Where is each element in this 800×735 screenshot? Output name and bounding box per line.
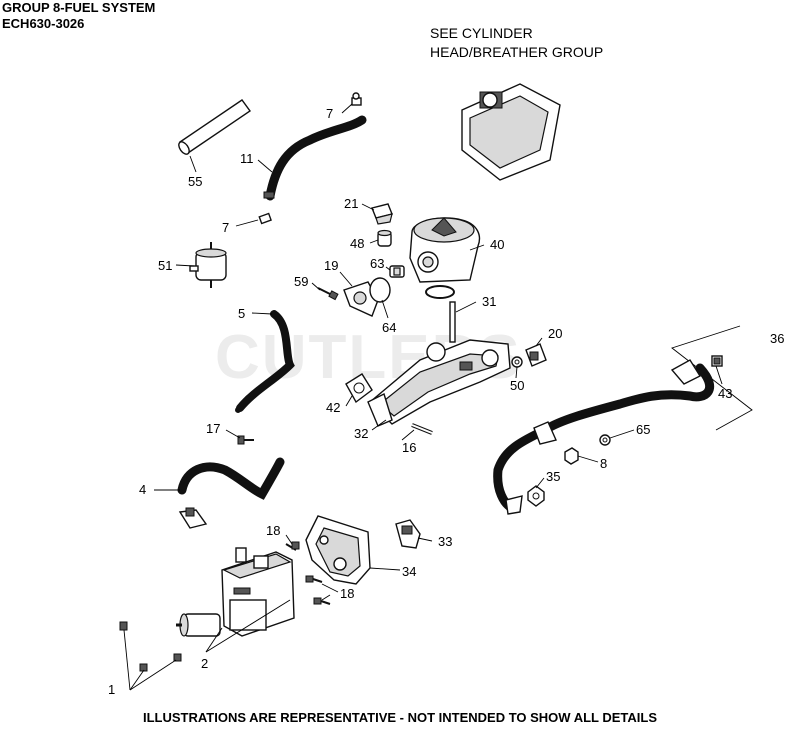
callout-5: 5	[238, 306, 245, 321]
part-5-hose	[235, 310, 295, 413]
callout-18: 18	[266, 523, 280, 538]
cylinder-head-note: SEE CYLINDER HEAD/BREATHER GROUP	[430, 24, 603, 62]
cylinder-head-breather	[461, 83, 561, 181]
callout-64: 64	[382, 320, 396, 335]
callout-20: 20	[548, 326, 562, 341]
note-line-1: SEE CYLINDER	[430, 25, 533, 41]
callout-4: 4	[139, 482, 146, 497]
part-11-hose	[263, 115, 367, 201]
callout-42: 42	[326, 400, 340, 415]
part-48-cap	[377, 229, 392, 247]
callout-40: 40	[490, 237, 504, 252]
part-4-hose	[177, 457, 285, 529]
part-40-throttle-body	[409, 217, 481, 283]
callout-11: 11	[240, 151, 254, 166]
part-32-intake-manifold	[367, 339, 511, 427]
part-63-sensor	[389, 265, 405, 278]
part-59-screw	[317, 287, 339, 301]
part-36-wire-harness	[493, 325, 753, 515]
part-18-bolt-upper	[285, 541, 300, 551]
callout-31: 31	[482, 294, 496, 309]
callout-35: 35	[546, 469, 560, 484]
callout-21: 21	[344, 196, 358, 211]
callout-8: 8	[600, 456, 607, 471]
part-1-screws	[119, 621, 182, 672]
callout-7: 7	[222, 220, 229, 235]
part-65-washer	[599, 434, 611, 446]
part-43-plug	[711, 355, 723, 367]
callout-1: 1	[108, 682, 115, 697]
part-8-nut	[564, 447, 579, 465]
header-model: ECH630-3026	[2, 16, 85, 31]
callout-36: 36	[770, 331, 784, 346]
callout-18: 18	[340, 586, 354, 601]
part-7-clamp-top	[351, 92, 362, 106]
callout-65: 65	[636, 422, 650, 437]
part-33-sensor	[395, 519, 421, 549]
callout-32: 32	[354, 426, 368, 441]
part-34-bracket	[305, 515, 371, 585]
callout-33: 33	[438, 534, 452, 549]
part-20-connector	[525, 343, 547, 367]
callout-50: 50	[510, 378, 524, 393]
callout-59: 59	[294, 274, 308, 289]
part-55-tube	[178, 99, 251, 155]
callout-34: 34	[402, 564, 416, 579]
callout-labels: 7 55 11 7 21 48 40 51 19 63 59 31 5 64 2…	[108, 106, 784, 697]
leader-lines	[123, 103, 723, 691]
note-line-2: HEAD/BREATHER GROUP	[430, 44, 604, 60]
intake-o-ring	[425, 285, 455, 299]
part-17-bolt	[237, 435, 254, 445]
part-51-fuel-filter	[189, 242, 227, 288]
callout-48: 48	[350, 236, 364, 251]
part-18-bolts-lower	[305, 575, 331, 605]
callout-63: 63	[370, 256, 384, 271]
callout-7: 7	[326, 106, 333, 121]
part-21-bracket	[371, 203, 393, 225]
callout-43: 43	[718, 386, 732, 401]
part-2-fuel-pump-module	[176, 547, 295, 637]
callout-51: 51	[158, 258, 172, 273]
part-64-o-ring	[369, 277, 391, 303]
part-50-washer	[511, 356, 523, 368]
part-7-clamp-left	[258, 212, 272, 225]
part-16-rod	[411, 423, 433, 435]
callout-16: 16	[402, 440, 416, 455]
callout-19: 19	[324, 258, 338, 273]
part-31-rod	[449, 301, 456, 343]
part-35-nut	[527, 485, 545, 507]
callout-55: 55	[188, 174, 202, 189]
footer-disclaimer: ILLUSTRATIONS ARE REPRESENTATIVE - NOT I…	[143, 710, 657, 725]
callout-17: 17	[206, 421, 220, 436]
part-42-gasket	[345, 373, 373, 404]
header-title: GROUP 8-FUEL SYSTEM	[2, 0, 156, 15]
callout-2: 2	[201, 656, 208, 671]
